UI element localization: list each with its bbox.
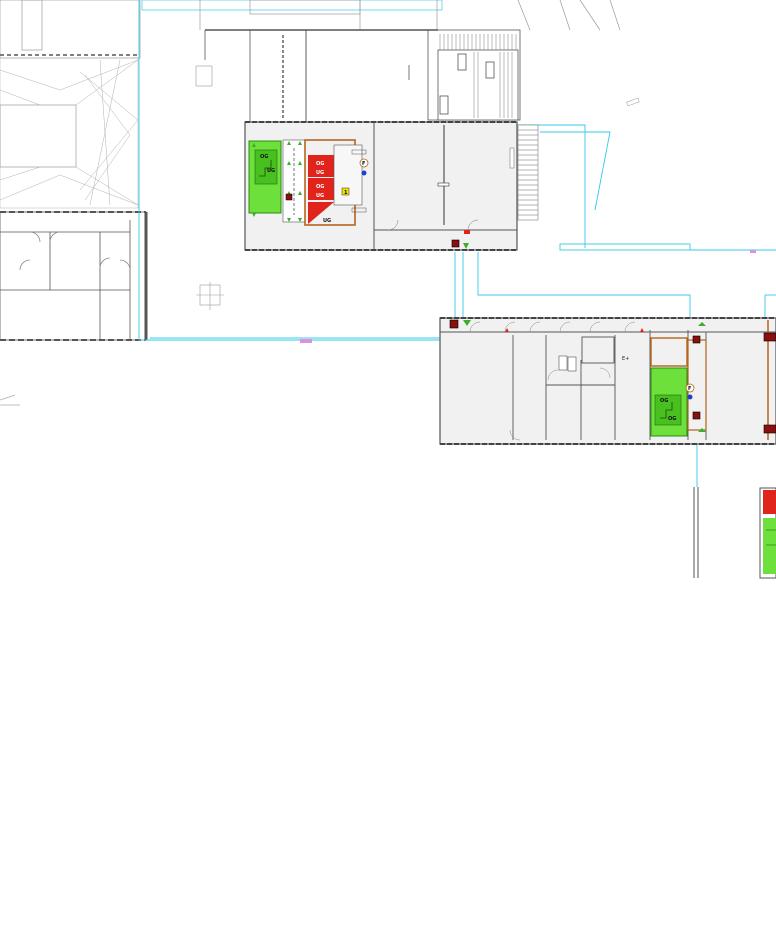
stair-floor-label: OG xyxy=(260,154,268,160)
exit-arrow-icon xyxy=(463,243,469,249)
fire-extinguisher-icon-5 xyxy=(692,411,701,420)
fire-marker-icon xyxy=(359,158,369,168)
bottom-room-label: UG xyxy=(323,218,331,224)
water-point-icon xyxy=(361,170,367,176)
stair-level-label: UG xyxy=(267,168,275,174)
fire-marker-label: F xyxy=(362,161,365,167)
red-room-b-top: OG xyxy=(316,184,324,190)
top-left-building xyxy=(0,0,621,59)
left-lattice-structure xyxy=(0,54,140,209)
annex-structure xyxy=(204,29,521,123)
building-1-external-stair xyxy=(517,124,539,221)
info-box-label: 1 xyxy=(344,190,348,196)
building-1: OG UG OG UG OG UG UG 1 F xyxy=(244,121,539,251)
alarm-icon xyxy=(464,230,470,234)
fire-extinguisher-icon-3 xyxy=(449,319,459,329)
fire-extinguisher-icon xyxy=(285,193,293,201)
partial-block-bottom-right xyxy=(693,487,776,579)
red-room-a-top: OG xyxy=(316,161,324,167)
small-symbol xyxy=(626,97,640,107)
exit-arrow-icon-2 xyxy=(463,320,471,326)
water-point-icon-2 xyxy=(687,394,693,400)
fire-extinguisher-icon-4 xyxy=(692,335,701,344)
fire-marker-icon-2 xyxy=(685,383,695,393)
building-2: OG OG F E+ xyxy=(439,317,776,445)
stair-top-label: OG xyxy=(660,398,668,404)
info-square-icon xyxy=(341,187,350,196)
cyan-pipework xyxy=(138,0,776,487)
fire-extinguisher-icon-2 xyxy=(451,239,460,248)
fire-marker-label-2: F xyxy=(688,386,691,392)
red-room-b-bottom: UG xyxy=(316,193,324,199)
building-2-note: E+ xyxy=(622,356,629,362)
magenta-marker-right xyxy=(750,250,756,253)
small-column-symbols xyxy=(195,65,224,310)
red-room-a-bottom: UG xyxy=(316,170,324,176)
left-rooms-block xyxy=(0,211,148,406)
magenta-marker xyxy=(300,339,312,343)
annex-hatching xyxy=(439,34,517,118)
stair-bottom-label: OG xyxy=(668,416,676,422)
